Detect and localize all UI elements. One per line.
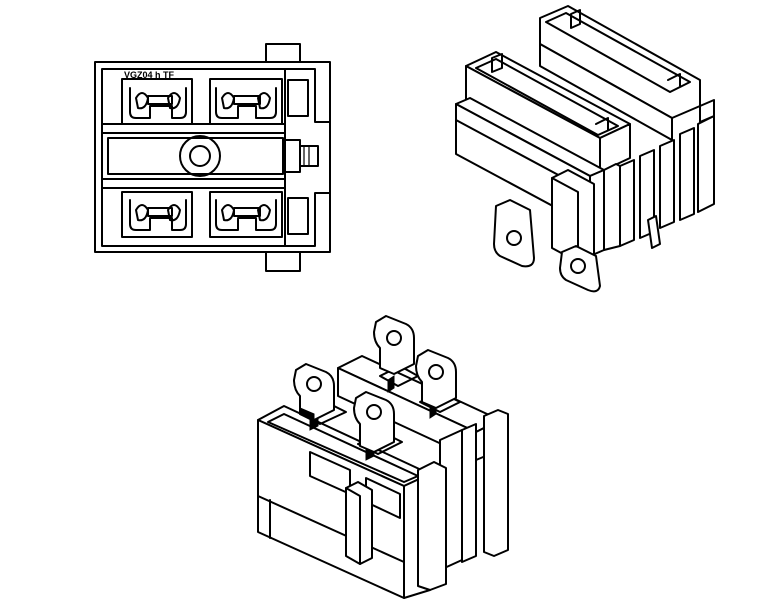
front-latch-edge xyxy=(551,177,579,263)
iso-view-top-right xyxy=(455,5,715,293)
terminal-back xyxy=(647,215,661,249)
terminal-b2 xyxy=(353,391,395,453)
contact-pocket-upper-left xyxy=(121,78,193,125)
front-rib-b xyxy=(417,461,447,591)
side-window-upper xyxy=(287,79,309,117)
center-pivot-outer xyxy=(179,135,221,177)
rear-post-2 xyxy=(667,73,681,87)
side-window-lower xyxy=(287,197,309,235)
rear-post xyxy=(570,9,581,29)
terminal-right xyxy=(559,245,601,293)
bottom-tab xyxy=(265,251,301,272)
front-housing-side xyxy=(599,123,631,173)
front-latch-edge-b xyxy=(345,487,361,565)
contact-pocket-lower-right xyxy=(209,191,283,238)
top-tab xyxy=(265,43,301,63)
center-pivot-inner xyxy=(189,145,211,167)
molded-marking: VGZ04 h TF xyxy=(124,70,175,80)
top-view: VGZ04 h TF xyxy=(94,43,331,272)
rear-rib-b2 xyxy=(461,423,477,563)
front-step-line xyxy=(257,495,405,563)
contact-pocket-upper-right xyxy=(209,78,283,125)
terminal-b3 xyxy=(373,315,415,375)
iso-view-bottom xyxy=(257,315,509,599)
housing-inner-outline xyxy=(101,68,286,247)
right-stub-lower xyxy=(284,192,331,247)
terminal-b1 xyxy=(293,363,335,421)
front-post-2 xyxy=(595,117,609,131)
center-rail xyxy=(107,137,284,175)
housing-outline xyxy=(94,61,331,253)
right-stub-upper xyxy=(284,68,331,123)
front-housing-slot xyxy=(475,58,619,136)
rear-rib-b xyxy=(483,409,509,557)
front-post xyxy=(491,53,503,73)
contact-pocket-lower-left xyxy=(121,191,193,238)
terminal-left xyxy=(493,199,535,268)
rail-connector xyxy=(282,139,301,173)
rear-housing-slot xyxy=(545,12,691,93)
terminal-b4 xyxy=(415,349,457,409)
